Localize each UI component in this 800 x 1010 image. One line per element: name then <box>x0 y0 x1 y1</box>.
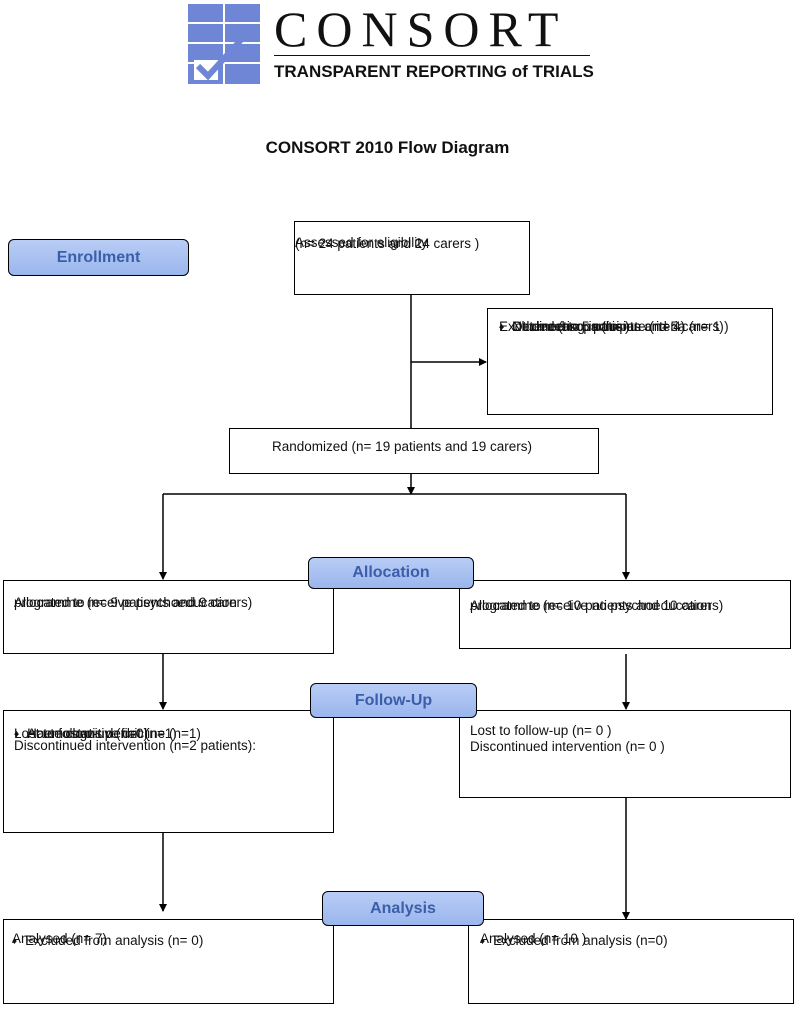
excluded-item: Other reasons (n= ) <box>499 317 629 338</box>
assessed-box: Assessed for eligibility (n= 24 patients… <box>294 221 530 295</box>
followup-right-discontinued: Discontinued intervention (n= 0 ) <box>470 739 665 754</box>
allocation-left-line2: programme (n= 9 patients and 9 carers) <box>14 595 253 610</box>
followup-right-box: Lost to follow-up (n= 0 ) Discontinued i… <box>459 710 791 798</box>
analysis-right-box: Analysed (n= 10 ) Excluded from analysis… <box>468 919 794 1004</box>
analysis-right-excluded: Excluded from analysis (n=0) <box>480 931 667 952</box>
stage-enrollment: Enrollment <box>8 239 189 276</box>
stage-followup: Follow-Up <box>310 683 477 718</box>
diagram-title: CONSORT 2010 Flow Diagram <box>265 138 510 157</box>
allocation-right-box: Allocated to receive no psychoeducation … <box>459 580 791 649</box>
assessed-label: Assessed for eligibility <box>295 235 428 250</box>
followup-left-item: Haemostatis deficit (n=1) <box>14 724 177 745</box>
assessed-count: (n= 24 patients and 24 carers ) <box>295 236 480 251</box>
consort-tagline: TRANSPARENT REPORTING of TRIALS <box>274 62 594 81</box>
stage-allocation: Allocation <box>308 557 474 589</box>
randomized-label: Randomized (n= 19 patients and 19 carers… <box>272 439 533 454</box>
analysis-left-box: Analysed (n= 7) Excluded from analysis (… <box>3 919 334 1004</box>
allocation-left-box: Allocated to receive psychoeducation pro… <box>3 580 334 654</box>
logo-divider <box>274 55 590 56</box>
consort-wordmark: CONSORT <box>274 1 568 57</box>
analysis-left-excluded: Excluded from analysis (n= 0) <box>12 931 203 952</box>
followup-left-box: Lost to follow-up (n=0) Discontinued int… <box>3 710 334 833</box>
excluded-box: Excluded (n= 5 patients and 5 carers) No… <box>487 308 773 415</box>
followup-right-lost: Lost to follow-up (n= 0 ) <box>470 723 612 738</box>
randomized-box: Randomized (n= 19 patients and 19 carers… <box>229 428 599 474</box>
allocation-right-line1: Allocated to receive no psychoeducation <box>470 598 712 613</box>
consort-logo: CONSORT TRANSPARENT REPORTING of TRIALS <box>188 1 598 84</box>
allocation-left-line1: Allocated to receive psychoeducation <box>14 595 237 610</box>
stage-analysis: Analysis <box>322 891 484 926</box>
allocation-right-line2: programme (n= 10 patients and 10 carers) <box>470 598 724 613</box>
consort-logo-mark <box>188 4 260 84</box>
